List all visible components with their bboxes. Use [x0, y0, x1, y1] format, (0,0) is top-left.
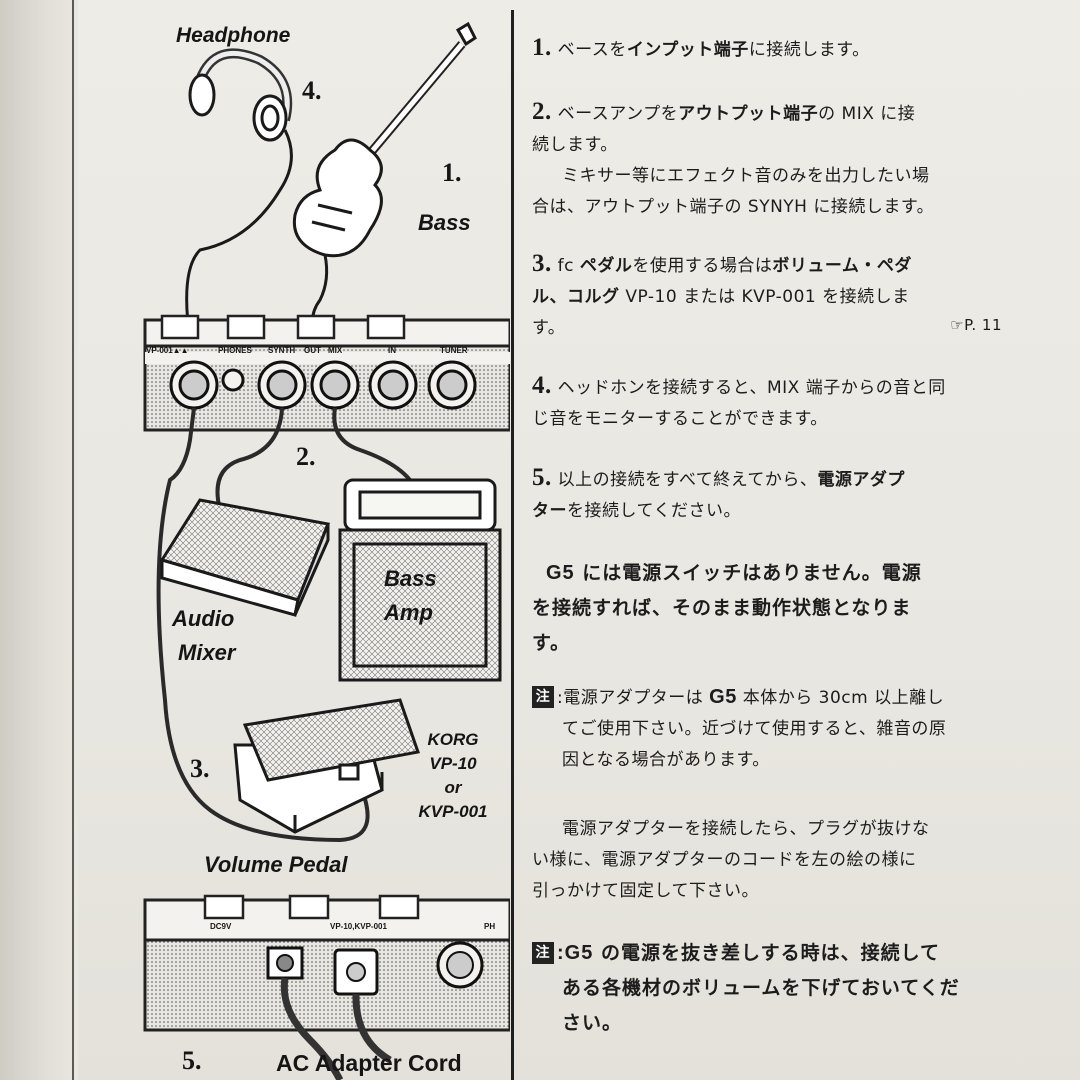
step-3-number: 3.: [532, 250, 552, 277]
note-2-line-2: ある各機材のボリュームを下げておいてくだ: [562, 977, 960, 999]
step-4-text: 4. ヘッドホンを接続すると、MIX 端子からの音と同 じ音をモニターすることが…: [532, 370, 1022, 435]
note-2: 注:G5 の電源を抜き差しする時は、接続して ある各機材のボリュームを下げておい…: [532, 936, 1022, 1041]
step-1-part-c: に接続します。: [748, 40, 870, 60]
step-3-text: 3. fc ペダルを使用する場合はボリューム・ペダ ル、コルグ VP-10 また…: [532, 248, 1022, 344]
step-1-text: 1. ベースをインプット端子に接続します。: [532, 32, 1022, 66]
panel-label-out: OUT: [304, 346, 321, 355]
step-4-line-2: じ音をモニターすることができます。: [532, 409, 828, 429]
note-1-line-2: てご使用下さい。近づけて使用すると、雑音の原: [562, 719, 947, 739]
bass-guitar-drawing: [292, 21, 477, 346]
step-1-marker: 1.: [442, 158, 462, 187]
step-2-part-b: アウトプット端子: [678, 104, 819, 124]
column-divider: [511, 10, 514, 1080]
note-1-part-b: 本体から 30cm 以上離し: [736, 688, 945, 708]
bass-label: Bass: [418, 210, 471, 235]
step-3-part-b: ペダル: [579, 256, 633, 276]
volume-pedal-label: Volume Pedal: [204, 852, 348, 877]
note-2-g5: :G5: [557, 942, 594, 964]
page-reference: ☞P. 11: [950, 316, 1002, 334]
volume-pedal-drawing: [233, 698, 420, 834]
ac-adapter-label: AC Adapter Cord: [276, 1050, 462, 1076]
step-2-text: 2. ベースアンプをアウトプット端子の MIX に接 続します。 ミキサー等にエ…: [532, 96, 1022, 223]
bottom-panel-label-ph: PH: [484, 922, 496, 931]
step-3-line-2b: VP-10 または KVP-001 を接続しま: [619, 287, 910, 307]
step-5-number: 5.: [532, 464, 552, 491]
diagram-drawing: [143, 21, 510, 1080]
step-2-part-c: の MIX に接: [818, 104, 916, 124]
panel-label-synth: SYNTH: [268, 346, 296, 355]
note-1-line-3: 因となる場合があります。: [562, 750, 770, 770]
step-4-number: 4.: [532, 372, 552, 399]
step-2-line-3: ミキサー等にエフェクト音のみを出力したい場: [562, 166, 930, 186]
bottom-panel-label-vp10: VP-10,KVP-001: [330, 922, 387, 931]
korg-label-line1: KORG: [427, 730, 479, 749]
step-3-part-a: fc: [557, 256, 580, 276]
step-3-marker: 3.: [190, 754, 210, 783]
audio-mixer-label-line2: Mixer: [178, 640, 236, 665]
step-2-number: 2.: [532, 98, 552, 125]
g5-top-panel-drawing: [143, 314, 510, 432]
connection-diagram: Headphone 4. 1. Bass VP-001▲▲ PHONES SYN…: [90, 0, 510, 1080]
bass-amp-label-line2: Amp: [384, 600, 433, 625]
step-1-number: 1.: [532, 34, 552, 61]
step-3-line-3: す。: [532, 318, 566, 338]
panel-label-vp001: VP-001▲▲: [146, 346, 189, 355]
korg-label-line4: KVP-001: [418, 802, 488, 821]
korg-label-line2: VP-10: [429, 754, 477, 773]
step-4-part-a: ヘッドホンを接続すると、MIX 端子からの音と同: [557, 378, 946, 398]
panel-label-mix: MIX: [328, 346, 343, 355]
plug-fixing-instructions: 電源アダプターを接続したら、プラグが抜けな い様に、電源アダプターのコードを左の…: [532, 814, 1022, 907]
step-3-part-c: を使用する場合は: [632, 256, 773, 276]
korg-label-line3: or: [444, 778, 462, 797]
plug-line-1: 電源アダプターを接続したら、プラグが抜けな: [562, 819, 930, 839]
panel-label-tuner: TUNER: [440, 346, 468, 355]
panel-label-in: IN: [388, 346, 396, 355]
note-1-g5: G5: [709, 686, 737, 708]
notice-g5: G5: [546, 562, 575, 584]
step-2-marker: 2.: [296, 442, 316, 471]
page-gutter: [0, 0, 78, 1080]
notice-line-1: には電源スイッチはありません。電源: [574, 562, 922, 584]
step-2-part-a: ベースアンプを: [557, 104, 679, 124]
fold-line: [72, 0, 74, 1080]
bass-amp-label-line1: Bass: [384, 566, 437, 591]
note-1-mark: 注: [532, 686, 554, 708]
g5-bottom-panel-drawing: [143, 894, 510, 1080]
notice-line-3: す。: [532, 632, 571, 654]
audio-mixer-label-line1: Audio: [172, 606, 235, 631]
cables-drawing: [156, 407, 412, 843]
headphone-drawing: [185, 48, 293, 341]
step-5-part-b: 電源アダプ: [817, 470, 905, 490]
step-5-marker: 5.: [182, 1046, 202, 1075]
step-5-line-2c: を接続してください。: [567, 501, 741, 521]
note-1-part-a: :電源アダプターは: [557, 688, 710, 708]
panel-label-phones: PHONES: [218, 346, 252, 355]
step-3-line-2a: ル、コルグ: [532, 287, 620, 307]
notice-line-2: を接続すれば、そのまま動作状態となりま: [532, 597, 912, 619]
no-power-switch-notice: G5 には電源スイッチはありません。電源 を接続すれば、そのまま動作状態となりま…: [532, 556, 1022, 661]
step-2-line-2: 続します。: [532, 135, 618, 155]
step-2-line-4: 合は、アウトプット端子の SYNYH に接続します。: [532, 197, 935, 217]
step-1-part-b: インプット端子: [626, 40, 749, 60]
note-2-part-a: の電源を抜き差しする時は、接続して: [593, 942, 941, 964]
plug-line-3: 引っかけて固定して下さい。: [532, 881, 759, 901]
step-1-part-a: ベースを: [557, 40, 627, 60]
bass-amp-drawing: [338, 478, 502, 682]
step-5-line-2b: ター: [532, 501, 567, 521]
bottom-panel-label-dc9v: DC9V: [210, 922, 232, 931]
audio-mixer-drawing: [159, 498, 331, 617]
note-2-line-3: さい。: [562, 1012, 623, 1034]
step-4-marker: 4.: [302, 76, 322, 105]
step-5-text: 5. 以上の接続をすべて終えてから、電源アダプ ターを接続してください。: [532, 462, 1022, 527]
step-3-part-d: ボリューム・ペダ: [772, 256, 912, 276]
plug-line-2: い様に、電源アダプターのコードを左の絵の様に: [532, 850, 917, 870]
headphone-label: Headphone: [176, 24, 291, 47]
note-2-mark: 注: [532, 942, 554, 964]
note-1: 注:電源アダプターは G5 本体から 30cm 以上離し てご使用下さい。近づけ…: [532, 682, 1022, 776]
step-5-part-a: 以上の接続をすべて終えてから、: [557, 470, 818, 490]
